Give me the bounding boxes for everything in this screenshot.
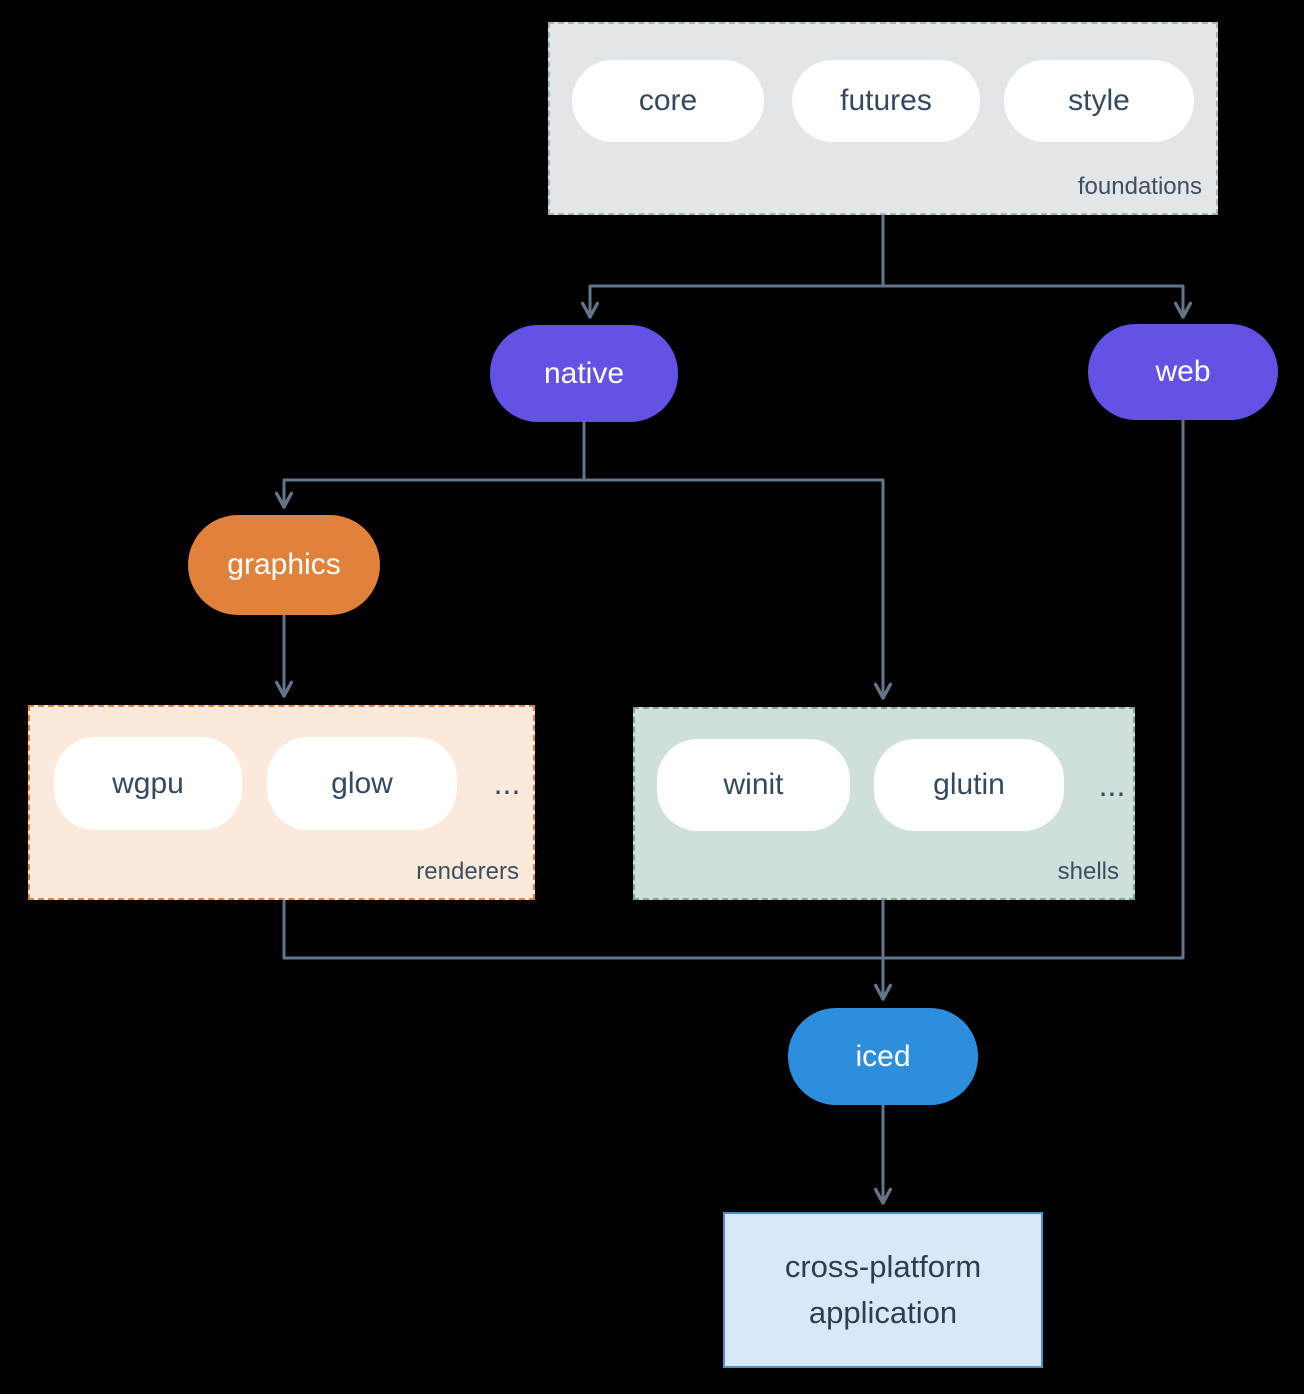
node-glutin: glutin [874, 739, 1064, 831]
edge-web-join [881, 418, 1185, 960]
node-iced-label: iced [855, 1039, 911, 1073]
node-graphics-label: graphics [227, 548, 341, 581]
node-wgpu-label: wgpu [112, 766, 184, 800]
shells-box: winit glutin ... shells [633, 707, 1135, 900]
node-native-label: native [543, 356, 625, 390]
edge-foundations-native [580, 284, 885, 319]
node-glow-label: glow [331, 766, 393, 800]
node-wgpu: wgpu [54, 737, 242, 830]
node-web-label: web [1155, 355, 1211, 388]
node-style: style [1004, 60, 1194, 142]
application-box: cross-platform application [723, 1212, 1043, 1368]
node-iced: iced [788, 1008, 978, 1105]
edge-renderers-join [282, 898, 885, 960]
foundations-box: core futures style foundations [548, 22, 1218, 215]
renderers-box: wgpu glow ... renderers [28, 705, 535, 900]
shells-ellipsis: ... [1098, 767, 1126, 803]
node-web: web [1088, 324, 1278, 420]
edge-foundations-web [881, 284, 1193, 319]
node-style-label: style [1068, 84, 1130, 117]
edge-native-graphics [274, 478, 586, 509]
renderers-ellipsis: ... [493, 765, 521, 801]
node-futures-label: futures [840, 84, 932, 117]
application-label-line1: cross-platform [784, 1248, 982, 1284]
node-glutin-label: glutin [933, 768, 1005, 801]
foundations-label: foundations [1077, 173, 1202, 200]
node-core-label: core [638, 84, 698, 117]
application-label-line2: application [808, 1295, 958, 1330]
edge-native-shells [582, 478, 893, 700]
renderers-label: renderers [416, 858, 519, 885]
node-glow: glow [267, 737, 457, 830]
node-winit-label: winit [723, 768, 784, 801]
node-native: native [490, 325, 678, 422]
node-futures: futures [792, 60, 980, 142]
node-graphics: graphics [188, 515, 380, 615]
node-core: core [572, 60, 764, 142]
application-label: cross-platform application [785, 1244, 981, 1337]
shells-label: shells [1057, 858, 1119, 885]
node-winit: winit [657, 739, 850, 831]
